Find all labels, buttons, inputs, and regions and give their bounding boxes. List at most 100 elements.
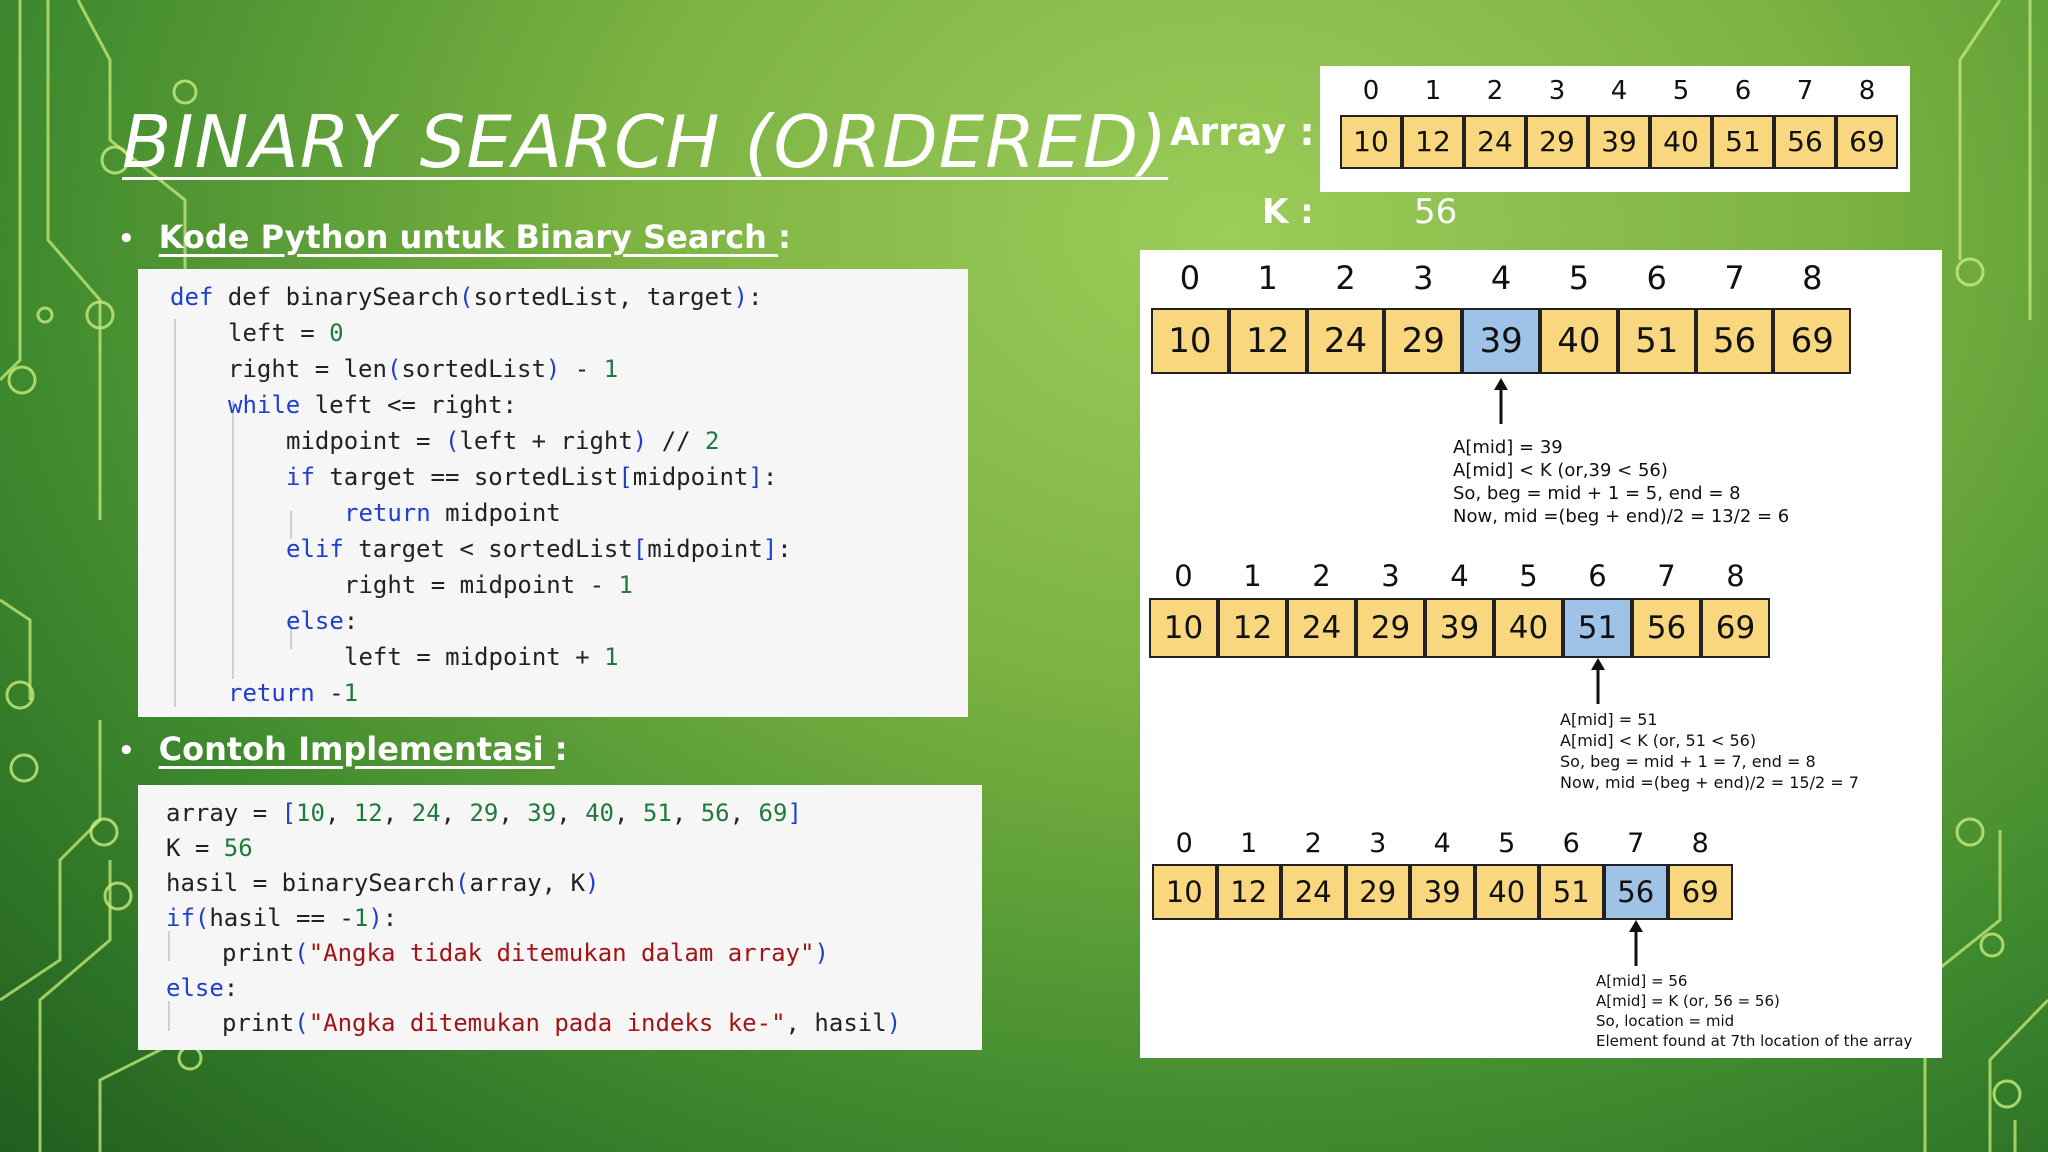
array-cell: 69 bbox=[1836, 115, 1898, 169]
k-label: K : bbox=[1262, 192, 1314, 232]
code-block-binary-search: def def binarySearch(sortedList, target)… bbox=[138, 269, 968, 717]
pointer-arrow bbox=[1590, 658, 1605, 704]
step-note: A[mid] = 51 bbox=[1560, 710, 1658, 729]
step-note: So, location = mid bbox=[1596, 1012, 1735, 1030]
code-line: right = midpoint - 1 bbox=[344, 571, 633, 599]
array-index: 1 bbox=[1424, 76, 1442, 106]
step-cell: 12 bbox=[1228, 308, 1307, 374]
step-index: 3 bbox=[1369, 828, 1387, 859]
step-cell-mid: 56 bbox=[1603, 864, 1668, 920]
step-index: 6 bbox=[1588, 559, 1607, 593]
array-cell: 24 bbox=[1464, 115, 1526, 169]
step-index: 3 bbox=[1381, 559, 1400, 593]
code-line: if(hasil == -1): bbox=[166, 904, 398, 932]
code-line: if target == sortedList[midpoint]: bbox=[286, 463, 778, 491]
step-cell: 29 bbox=[1345, 864, 1410, 920]
step-cell: 40 bbox=[1540, 308, 1618, 374]
step-cell: 10 bbox=[1151, 308, 1229, 374]
step-index: 2 bbox=[1335, 259, 1356, 297]
step-index: 0 bbox=[1179, 259, 1201, 297]
step-note: Now, mid =(beg + end)/2 = 15/2 = 7 bbox=[1560, 773, 1859, 792]
array-cell: 40 bbox=[1650, 115, 1712, 169]
array-cell: 56 bbox=[1774, 115, 1836, 169]
step-index: 3 bbox=[1413, 259, 1434, 297]
step-cell: 29 bbox=[1384, 308, 1463, 374]
step-cell: 12 bbox=[1218, 598, 1287, 658]
array-index: 4 bbox=[1610, 76, 1628, 106]
step-index: 5 bbox=[1498, 828, 1516, 859]
step-cell: 12 bbox=[1216, 864, 1281, 920]
code-block-example: array = [10, 12, 24, 29, 39, 40, 51, 56,… bbox=[138, 785, 982, 1050]
array-cell: 39 bbox=[1588, 115, 1650, 169]
bullet-example-label: Contoh Implementasi bbox=[158, 730, 555, 768]
array-index: 7 bbox=[1796, 76, 1814, 106]
array-cell: 51 bbox=[1712, 115, 1774, 169]
step-index: 7 bbox=[1724, 259, 1745, 297]
step-index: 0 bbox=[1174, 559, 1193, 593]
code-line: midpoint = (left + right) // 2 bbox=[286, 427, 720, 455]
code-line: hasil = binarySearch(array, K) bbox=[166, 869, 600, 897]
step-note: A[mid] < K (or, 51 < 56) bbox=[1560, 731, 1757, 750]
step-index: 5 bbox=[1519, 559, 1538, 593]
step-cell: 69 bbox=[1668, 864, 1733, 920]
code-line: else: bbox=[286, 607, 359, 635]
step-index: 8 bbox=[1802, 259, 1823, 297]
step-cell: 10 bbox=[1149, 598, 1218, 658]
step-index: 8 bbox=[1691, 828, 1709, 859]
step-cell: 24 bbox=[1306, 308, 1385, 374]
bullet-colon: : bbox=[554, 730, 568, 768]
step-index: 4 bbox=[1490, 259, 1512, 297]
step-cell: 10 bbox=[1152, 864, 1217, 920]
code-line: K = 56 bbox=[166, 834, 253, 862]
code-line: array = [10, 12, 24, 29, 39, 40, 51, 56,… bbox=[166, 799, 802, 827]
code-line: print("Angka ditemukan pada indeks ke-",… bbox=[222, 1009, 902, 1037]
bullet-dot: • bbox=[118, 224, 135, 254]
array-index: 6 bbox=[1734, 76, 1752, 106]
code-line: return -1 bbox=[228, 679, 359, 707]
bullet-colon: : bbox=[778, 218, 791, 256]
pointer-arrow bbox=[1494, 378, 1509, 424]
step-note: So, beg = mid + 1 = 7, end = 8 bbox=[1560, 752, 1816, 771]
step-index: 1 bbox=[1257, 259, 1278, 297]
step-cell: 69 bbox=[1701, 598, 1770, 658]
step-cell: 51 bbox=[1539, 864, 1604, 920]
step-note: So, beg = mid + 1 = 5, end = 8 bbox=[1453, 483, 1741, 504]
code-line: left = 0 bbox=[228, 319, 344, 347]
code-line: return midpoint bbox=[344, 499, 561, 527]
code-line: while left <= right: bbox=[228, 391, 517, 419]
pointer-arrow bbox=[1628, 920, 1643, 966]
step-index: 0 bbox=[1175, 828, 1193, 859]
step-note: A[mid] = 56 bbox=[1596, 972, 1688, 990]
array-index: 0 bbox=[1362, 76, 1380, 106]
step-note: A[mid] < K (or,39 < 56) bbox=[1453, 460, 1668, 481]
step-index: 1 bbox=[1243, 559, 1262, 593]
code-line: else: bbox=[166, 974, 239, 1002]
array-index: 3 bbox=[1548, 76, 1566, 106]
step-cell: 40 bbox=[1494, 598, 1563, 658]
step-note: A[mid] = K (or, 56 = 56) bbox=[1596, 992, 1780, 1010]
step-cell: 40 bbox=[1474, 864, 1539, 920]
step-cell: 69 bbox=[1773, 308, 1852, 374]
array-index: 2 bbox=[1486, 76, 1504, 106]
code-line: left = midpoint + 1 bbox=[344, 643, 619, 671]
step-cell: 39 bbox=[1425, 598, 1494, 658]
step-index: 5 bbox=[1568, 259, 1590, 297]
step-index: 6 bbox=[1562, 828, 1580, 859]
code-line: def def binarySearch(sortedList, target)… bbox=[170, 283, 763, 311]
step-cell: 51 bbox=[1617, 308, 1696, 374]
array-cell: 12 bbox=[1402, 115, 1464, 169]
step-index: 7 bbox=[1657, 559, 1676, 593]
code-line: elif target < sortedList[midpoint]: bbox=[286, 535, 792, 563]
array-label: Array : bbox=[1170, 110, 1315, 154]
bullet-python-code: • Kode Python untuk Binary Search : bbox=[118, 218, 791, 256]
step-cell-mid: 51 bbox=[1563, 598, 1632, 658]
k-value: 56 bbox=[1414, 192, 1458, 232]
step-index: 1 bbox=[1240, 828, 1258, 859]
step-index: 4 bbox=[1433, 828, 1451, 859]
array-cell: 29 bbox=[1526, 115, 1588, 169]
array-index: 5 bbox=[1672, 76, 1690, 106]
step-cell: 56 bbox=[1695, 308, 1774, 374]
code-line: print("Angka tidak ditemukan dalam array… bbox=[222, 939, 829, 967]
bullet-python-code-label: Kode Python untuk Binary Search bbox=[158, 218, 779, 256]
step-index: 2 bbox=[1312, 559, 1331, 593]
